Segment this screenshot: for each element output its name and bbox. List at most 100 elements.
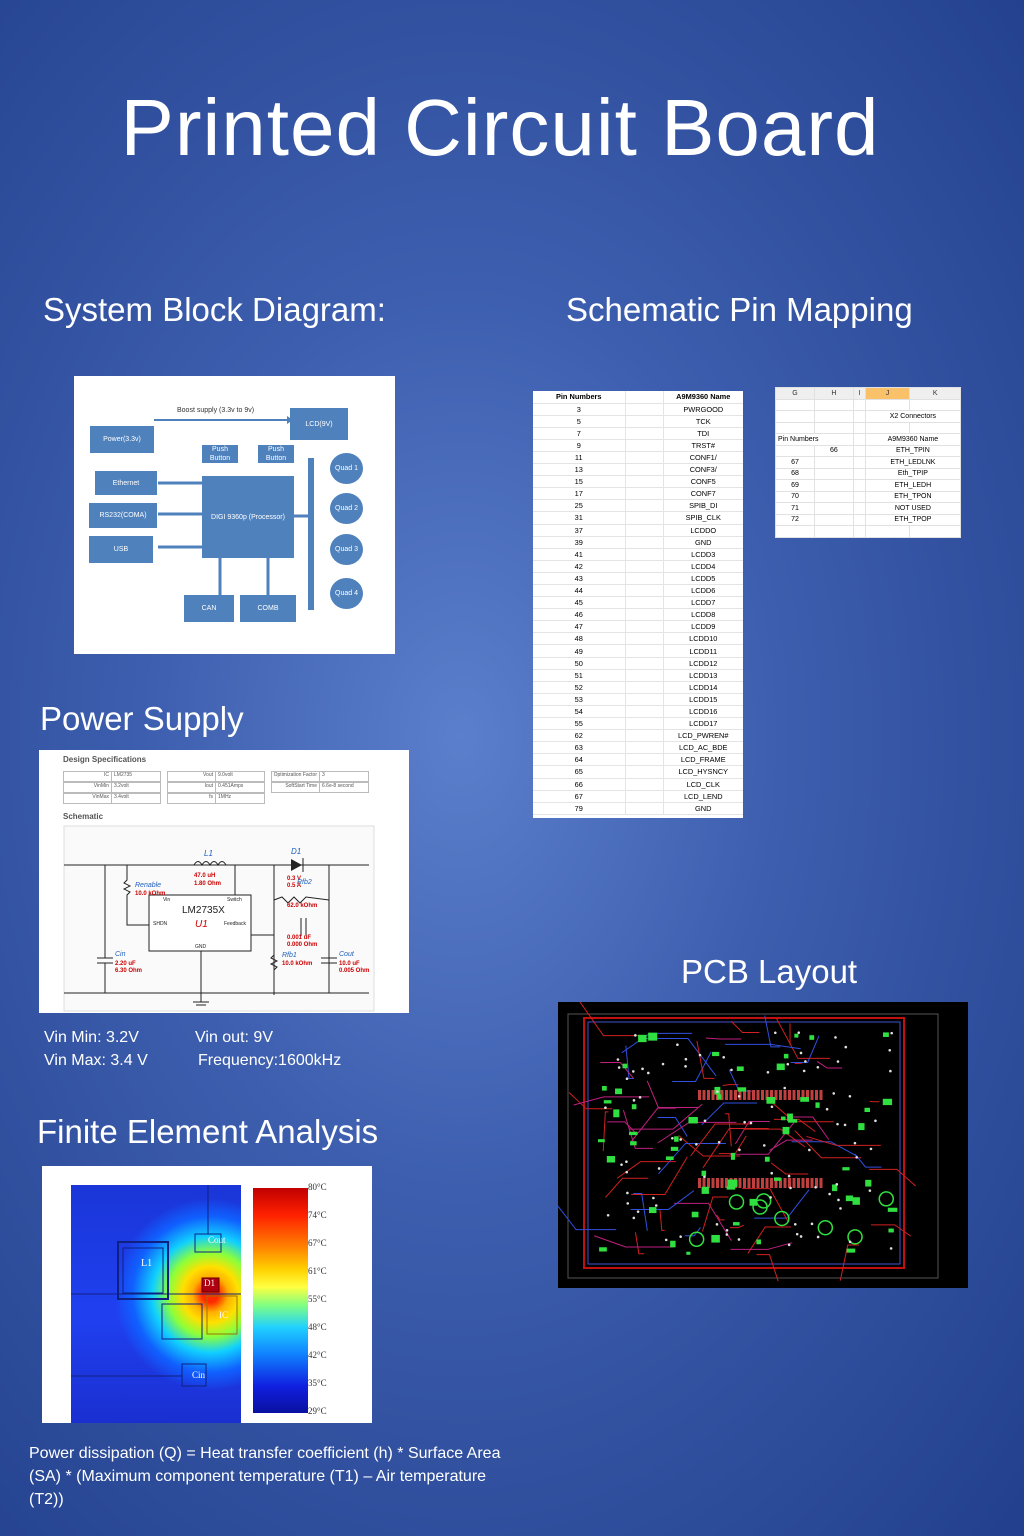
- temperature-tick: 80°C: [308, 1182, 327, 1192]
- spec-key: Vout: [168, 772, 216, 781]
- pin-name: LCDD10: [663, 632, 743, 646]
- pin-empty-cell: [625, 487, 664, 501]
- pin-number: 63: [533, 741, 626, 755]
- temperature-tick: 29°C: [308, 1406, 327, 1416]
- pin-number: 41: [533, 548, 626, 561]
- pin-name: GND: [663, 536, 743, 549]
- vin-out-caption: Vin out: 9V: [195, 1029, 273, 1046]
- pin-table-row: 66 LCD_CLK: [533, 778, 743, 791]
- spec-value: 0.451Amps: [218, 783, 244, 789]
- lcd-block: LCD(9V): [290, 408, 348, 440]
- pin-name: LCDD14: [663, 681, 743, 694]
- pin-number: 66: [533, 778, 626, 791]
- pin-empty-cell: [625, 584, 664, 598]
- pin-number: 53: [533, 693, 626, 706]
- spreadsheet-title-row: X2 Connectors: [775, 410, 962, 423]
- spec-value: 3.2volt: [114, 783, 129, 789]
- pin-table-row: 50 LCDD12: [533, 657, 743, 670]
- cout-label: Cout: [339, 951, 354, 958]
- pin-empty-cell: [625, 778, 664, 791]
- pin-name: LCDD6: [663, 584, 743, 598]
- block-diagram-connectors: [154, 416, 314, 610]
- excel-name: ETH_LEDLNK: [864, 456, 962, 469]
- pin-number: 50: [533, 657, 626, 670]
- excel-pin: 72: [775, 513, 815, 526]
- excel-pin: 68: [775, 467, 815, 480]
- cff-value: 0.001 uF: [287, 935, 312, 941]
- spec-key: VinMin: [64, 783, 112, 792]
- pin-empty-cell: [625, 415, 664, 428]
- ethernet-block: Ethernet: [95, 471, 157, 495]
- block-diagram-heading: System Block Diagram:: [43, 291, 386, 328]
- fea-heading: Finite Element Analysis: [37, 1113, 379, 1150]
- pin-empty-cell: [625, 427, 664, 440]
- pin-number: 43: [533, 572, 626, 586]
- page-title: Printed Circuit Board: [120, 83, 880, 172]
- rfb1-value: 10.0 kOhm: [282, 961, 313, 967]
- rfb2-label: Rfb2: [297, 879, 312, 886]
- pin-number: 7: [533, 427, 626, 440]
- thermal-map: [71, 1185, 241, 1423]
- pin-empty-header: [625, 391, 664, 404]
- fea-label-cin: Cin: [192, 1370, 206, 1380]
- pin-number: 3: [533, 403, 626, 416]
- pin-empty-cell: [625, 705, 664, 719]
- rs232-block: RS232(COMA): [89, 503, 157, 528]
- excel-pin: 71: [775, 502, 815, 515]
- l1-resistance: 1.80 Ohm: [194, 881, 222, 887]
- spec-value: 3.4volt: [114, 794, 129, 800]
- pin-table-row: 3 PWRGOOD: [533, 403, 743, 416]
- pin-name: CONF1/: [663, 451, 743, 465]
- chip-reference: U1: [195, 919, 208, 930]
- frequency-caption: Frequency:1600kHz: [198, 1052, 342, 1069]
- pin-empty-cell: [625, 741, 664, 755]
- vin-max-caption: Vin Max: 3.4 V: [44, 1052, 148, 1069]
- pin-name: LCDD9: [663, 620, 743, 634]
- pin-name: LCD_CLK: [663, 778, 743, 791]
- pin-number: 62: [533, 729, 626, 743]
- spec-value: LM2735: [114, 772, 133, 778]
- pin-vin: Vin: [163, 897, 171, 903]
- l1-value: 47.0 uH: [194, 873, 216, 879]
- pin-name: LCDD16: [663, 705, 743, 719]
- pin-empty-cell: [625, 475, 664, 489]
- pin-number: 46: [533, 608, 626, 622]
- push-button-block-2: Push Button: [258, 445, 294, 463]
- pin-empty-cell: [625, 451, 664, 465]
- pin-table-row: 67 LCD_LEND: [533, 790, 743, 803]
- boost-supply-label: Boost supply (3.3v to 9v): [177, 407, 255, 414]
- pin-name: TCK: [663, 415, 743, 428]
- pcb-traces: [549, 996, 939, 1282]
- pin-empty-cell: [625, 596, 664, 610]
- pin-name: PWRGOOD: [663, 403, 743, 416]
- pin-number: 67: [533, 790, 626, 803]
- pin-number: 37: [533, 524, 626, 537]
- pin-number: 31: [533, 511, 626, 525]
- cin-value: 2.20 uF: [115, 961, 136, 967]
- column-header: I: [852, 387, 866, 400]
- pin-name: LCDD12: [663, 657, 743, 670]
- pin-empty-cell: [625, 524, 664, 537]
- spec-value: 3: [322, 772, 325, 778]
- pin-empty-cell: [625, 729, 664, 743]
- pin-empty-cell: [625, 632, 664, 646]
- pin-number: 55: [533, 717, 626, 731]
- pin-number: 11: [533, 451, 626, 465]
- excel-name: NOT USED: [864, 502, 962, 515]
- pin-name: LCDD11: [663, 644, 743, 658]
- pin-name-header: A9M9360 Name: [663, 391, 743, 404]
- pin-name: LCD_LEND: [663, 790, 743, 803]
- pin-number: 15: [533, 475, 626, 489]
